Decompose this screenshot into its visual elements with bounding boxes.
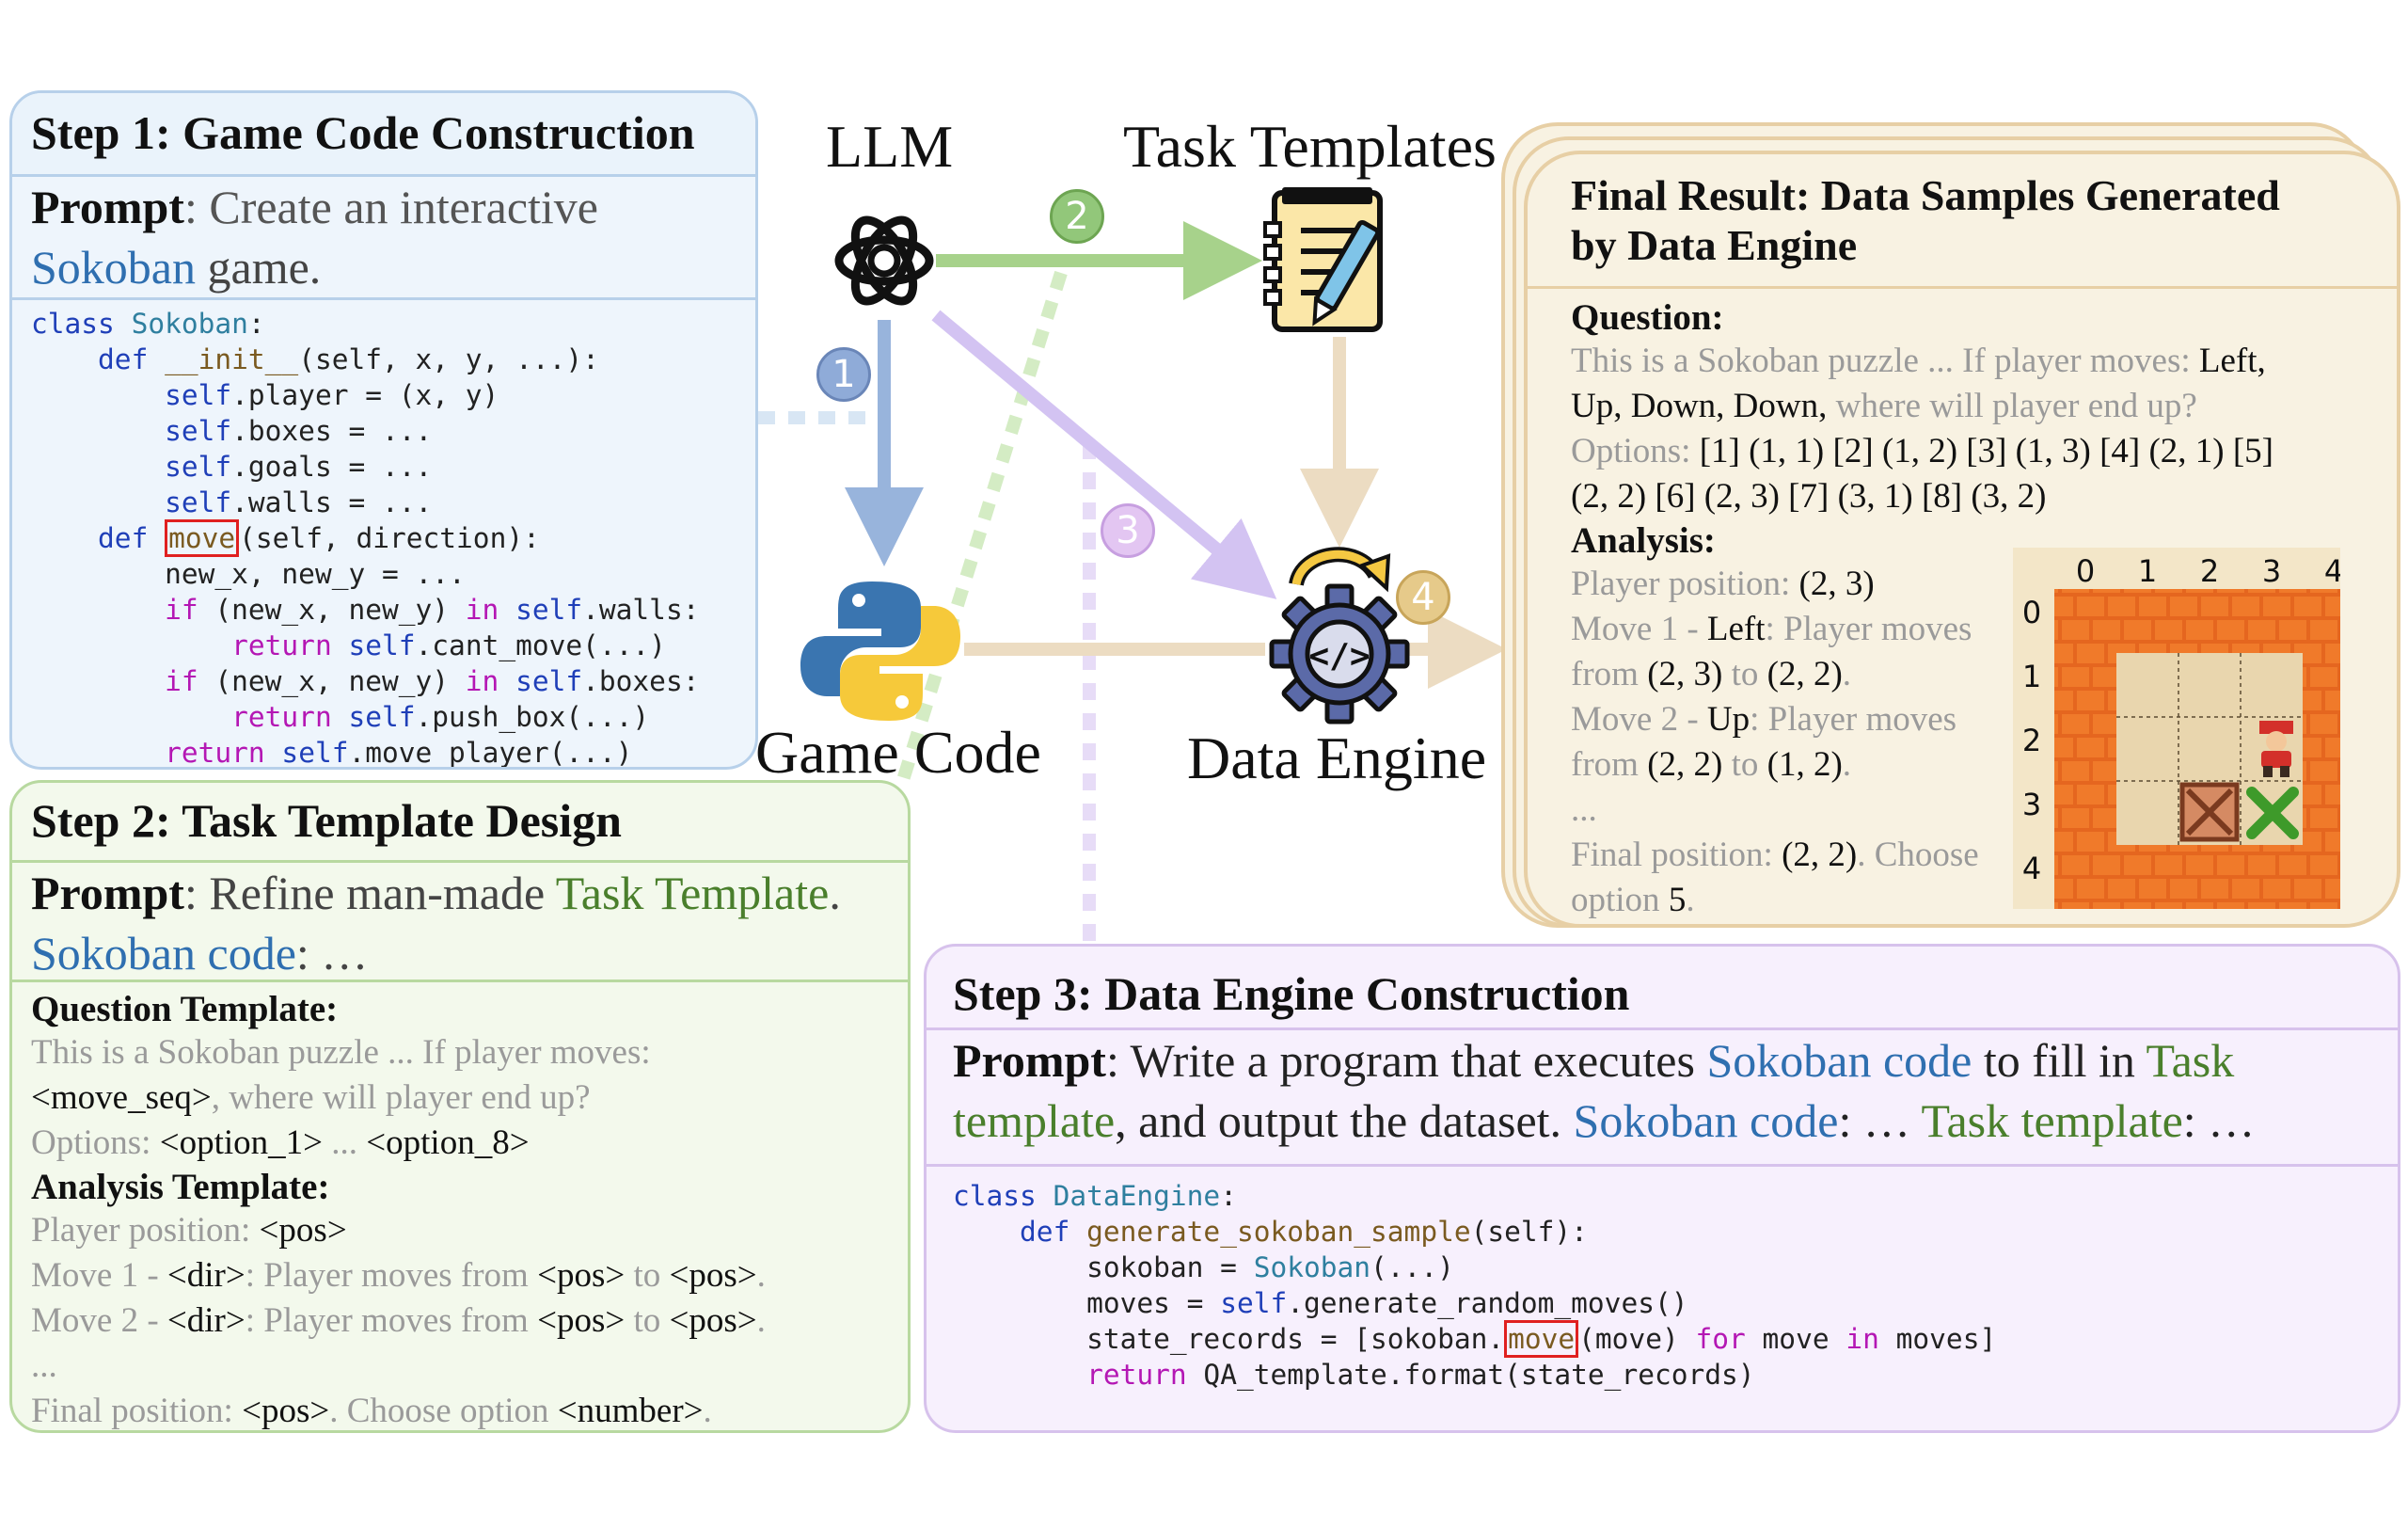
sokoban-board: 0 1 2 3 4 0 1 2 3 4	[2013, 548, 2343, 909]
final-question-label: Question:	[1571, 297, 1724, 338]
grid-col-label: 4	[2324, 553, 2340, 589]
svg-text:</>: </>	[1308, 637, 1370, 676]
move-method-highlight: move	[165, 519, 240, 557]
player-icon	[2259, 721, 2293, 777]
gear-code-icon: </>	[1269, 547, 1410, 725]
box-icon	[2179, 782, 2240, 842]
step1-code: class Sokoban: def __init__(self, x, y, …	[31, 308, 700, 769]
goal-icon	[2246, 787, 2299, 839]
step1-panel: Step 1: Game Code Construction Prompt: C…	[9, 90, 758, 770]
grid-row-label: 0	[2022, 595, 2041, 630]
grid-row-label: 3	[2022, 787, 2041, 822]
question-template-label: Question Template:	[31, 989, 339, 1029]
grid-col-label: 3	[2262, 553, 2281, 589]
final-title: Final Result: Data Samples Generated by …	[1571, 171, 2280, 269]
grid-row-label: 4	[2022, 851, 2041, 886]
move-call-highlight: move	[1504, 1320, 1579, 1358]
grid-col-label: 2	[2200, 553, 2219, 589]
step3-title: Step 3: Data Engine Construction	[953, 967, 1630, 1020]
notepad-icon	[1263, 187, 1383, 332]
step1-prompt: Prompt: Create an interactive Sokoban ga…	[31, 181, 598, 294]
grid-row-label: 1	[2022, 659, 2041, 694]
badge-4: 4	[1396, 570, 1450, 625]
grid-row-label: 2	[2022, 723, 2041, 758]
llm-logo-icon	[834, 215, 934, 306]
step3-prompt: Prompt: Write a program that executes So…	[953, 1034, 2256, 1147]
final-analysis-label: Analysis:	[1571, 520, 1716, 561]
step2-panel: Step 2: Task Template Design Prompt: Ref…	[9, 780, 911, 1433]
step3-panel: Step 3: Data Engine Construction Prompt:…	[924, 944, 2400, 1433]
step2-title: Step 2: Task Template Design	[31, 794, 622, 847]
badge-1: 1	[816, 347, 871, 402]
final-body: Question: This is a Sokoban puzzle ... I…	[1528, 289, 2397, 923]
badge-2: 2	[1050, 189, 1104, 244]
sokoban-board-svg: 0 1 2 3 4 0 1 2 3 4	[2022, 553, 2343, 909]
llm-label: LLM	[826, 113, 954, 180]
arrow-llm-to-engine	[931, 310, 1277, 599]
step2-templates: Question Template: This is a Sokoban puz…	[12, 982, 908, 1430]
game-code-label: Game Code	[755, 719, 1041, 786]
analysis-template-label: Analysis Template:	[31, 1167, 330, 1207]
grid-col-label: 1	[2138, 553, 2157, 589]
python-logo-icon	[800, 581, 960, 721]
badge-3: 3	[1101, 503, 1155, 558]
task-templates-label: Task Templates	[1123, 113, 1497, 180]
grid-col-label: 0	[2076, 553, 2095, 589]
data-engine-label: Data Engine	[1187, 725, 1487, 791]
step2-prompt: Prompt: Refine man-made Task Template. S…	[31, 867, 841, 980]
step1-title: Step 1: Game Code Construction	[12, 93, 755, 174]
step1-prompt-highlight: Sokoban	[31, 241, 196, 294]
step3-code: class DataEngine: def generate_sokoban_s…	[953, 1180, 1997, 1391]
